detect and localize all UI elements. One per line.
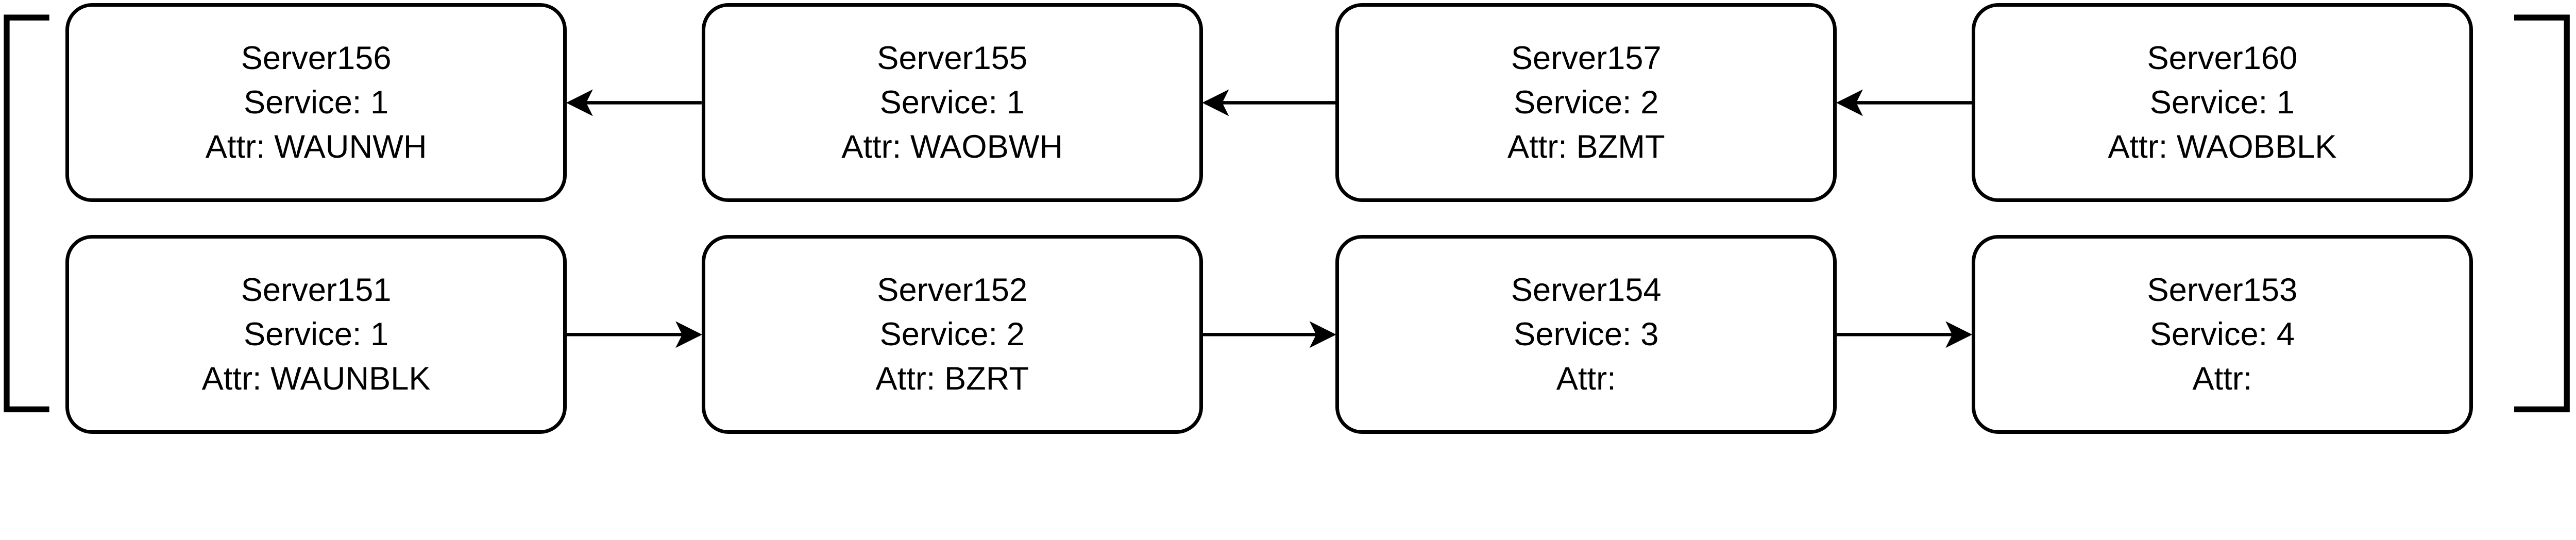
- left-bracket: [4, 14, 49, 413]
- node-service: Service: 1: [2149, 85, 2295, 121]
- node-service: Service: 2: [879, 316, 1025, 353]
- node-server160: Server160 Service: 1 Attr: WAOBBLK: [1972, 3, 2473, 202]
- node-name: Server153: [2147, 272, 2298, 309]
- right-bracket: [2514, 14, 2570, 413]
- node-attr: Attr:: [2192, 361, 2252, 397]
- node-server153: Server153 Service: 4 Attr:: [1972, 235, 2473, 434]
- node-name: Server154: [1511, 272, 1662, 309]
- node-attr: Attr: WAUNBLK: [201, 361, 431, 397]
- node-server156: Server156 Service: 1 Attr: WAUNWH: [65, 3, 567, 202]
- node-server157: Server157 Service: 2 Attr: BZMT: [1335, 3, 1837, 202]
- node-attr: Attr: WAUNWH: [205, 129, 427, 165]
- node-service: Service: 4: [2149, 316, 2295, 353]
- node-name: Server151: [241, 272, 392, 309]
- node-service: Service: 1: [879, 85, 1025, 121]
- node-server154: Server154 Service: 3 Attr:: [1335, 235, 1837, 434]
- node-name: Server157: [1511, 40, 1662, 77]
- node-attr: Attr: WAOBBLK: [2108, 129, 2337, 165]
- node-service: Service: 3: [1514, 316, 1659, 353]
- diagram-canvas: Server156 Service: 1 Attr: WAUNWH Server…: [4, 3, 2570, 434]
- node-service: Service: 2: [1514, 85, 1659, 121]
- connectors-layer: [4, 14, 2570, 413]
- node-service: Service: 1: [244, 316, 389, 353]
- node-attr: Attr:: [1556, 361, 1616, 397]
- node-attr: Attr: WAOBWH: [841, 129, 1063, 165]
- node-name: Server152: [877, 272, 1028, 309]
- node-name: Server156: [241, 40, 392, 77]
- node-server151: Server151 Service: 1 Attr: WAUNBLK: [65, 235, 567, 434]
- node-name: Server155: [877, 40, 1028, 77]
- node-service: Service: 1: [244, 85, 389, 121]
- node-server155: Server155 Service: 1 Attr: WAOBWH: [701, 3, 1203, 202]
- node-server152: Server152 Service: 2 Attr: BZRT: [701, 235, 1203, 434]
- node-attr: Attr: BZMT: [1507, 129, 1665, 165]
- node-name: Server160: [2147, 40, 2298, 77]
- node-attr: Attr: BZRT: [875, 361, 1029, 397]
